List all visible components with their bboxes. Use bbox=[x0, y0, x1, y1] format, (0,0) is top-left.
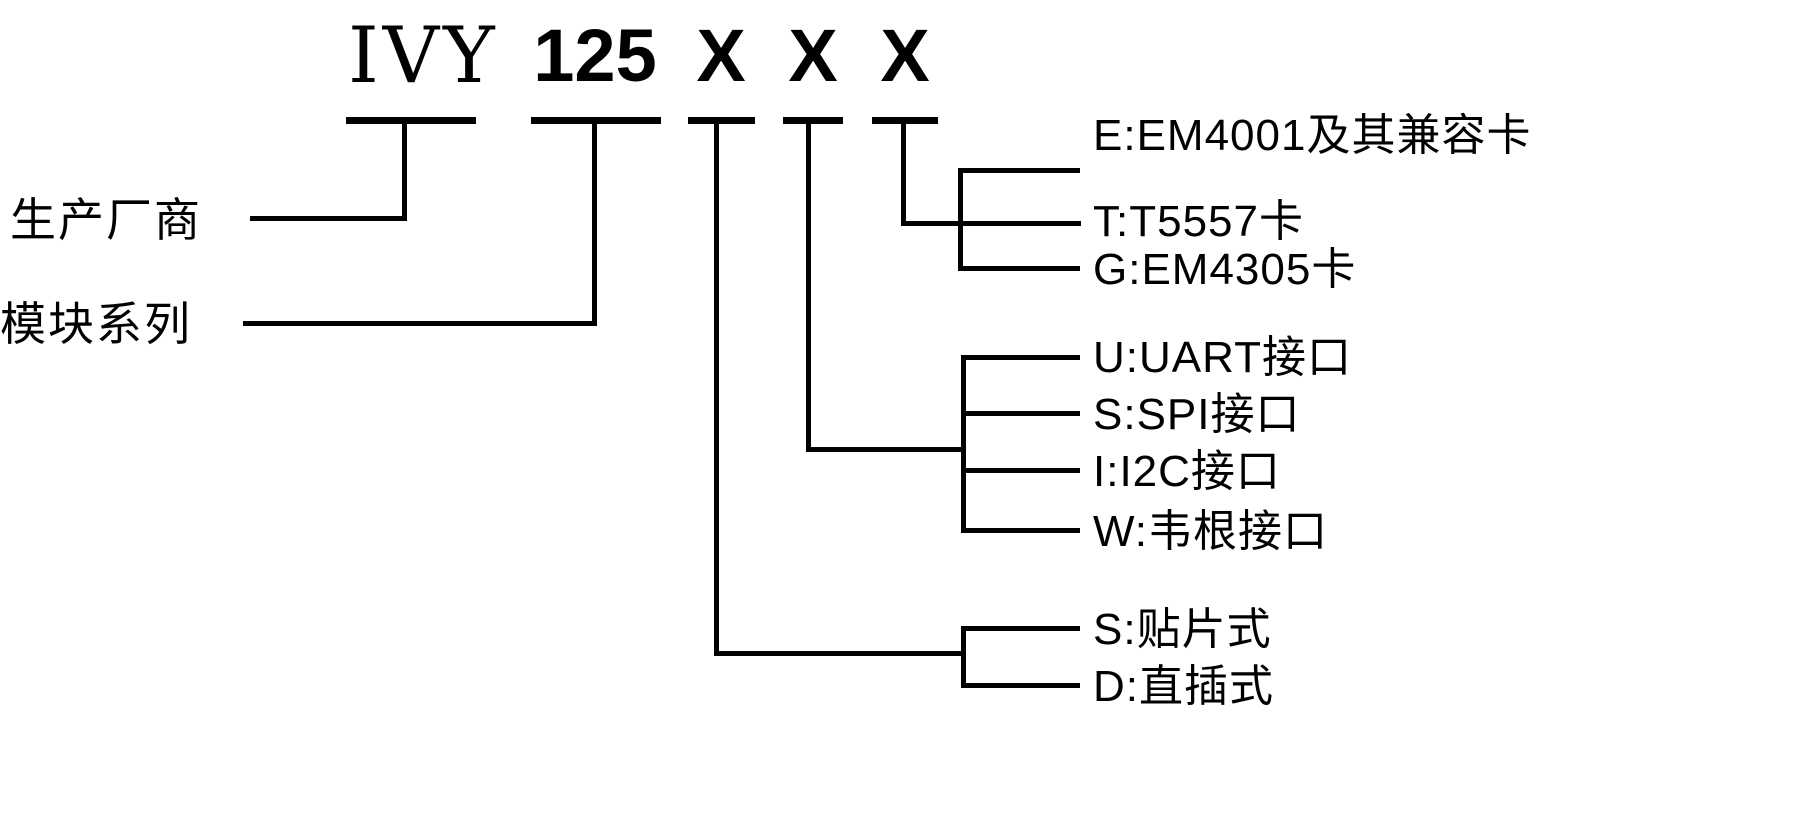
package-leader-s bbox=[961, 626, 1080, 631]
label-series: 模块系列 bbox=[0, 298, 192, 350]
interface-leader-u bbox=[961, 355, 1080, 360]
title-segment-x1: X bbox=[696, 14, 746, 97]
interface-group-stem-h bbox=[806, 447, 966, 452]
card-leader-e bbox=[958, 168, 1080, 173]
interface-leader-w bbox=[961, 528, 1080, 533]
title-segment-manufacturer: IVY bbox=[348, 11, 499, 101]
underline-manufacturer bbox=[346, 117, 476, 124]
manufacturer-leader-v bbox=[402, 120, 407, 221]
package-group-stem-v bbox=[714, 120, 719, 656]
interface-group-bracket-v bbox=[961, 355, 966, 533]
interface-leader-i bbox=[961, 468, 1080, 473]
option-interface-i2c: I:I2C接口 bbox=[1093, 447, 1281, 496]
card-group-bracket-v bbox=[958, 168, 963, 271]
card-group-stem-v bbox=[901, 120, 906, 226]
card-leader-g bbox=[958, 266, 1080, 271]
option-interface-wiegand: W:韦根接口 bbox=[1093, 507, 1328, 556]
interface-leader-s bbox=[961, 411, 1080, 416]
underline-x1 bbox=[688, 117, 755, 124]
manufacturer-leader-h bbox=[250, 216, 406, 221]
option-interface-spi: S:SPI接口 bbox=[1093, 390, 1301, 439]
title-segment-x2: X bbox=[788, 14, 838, 97]
underline-x2 bbox=[783, 117, 843, 124]
title-segment-x3: X bbox=[880, 14, 930, 97]
option-package-smd: S:贴片式 bbox=[1093, 605, 1272, 654]
package-leader-d bbox=[961, 683, 1080, 688]
label-manufacturer: 生产厂商 bbox=[10, 194, 202, 246]
title-segment-series: 125 bbox=[533, 14, 657, 97]
series-leader-v bbox=[592, 120, 597, 326]
series-leader-h bbox=[243, 321, 597, 326]
option-interface-uart: U:UART接口 bbox=[1093, 333, 1352, 382]
option-card-t: T:T5557卡 bbox=[1093, 197, 1304, 246]
option-package-dip: D:直插式 bbox=[1093, 662, 1274, 711]
option-card-e: E:EM4001及其兼容卡 bbox=[1093, 111, 1532, 160]
option-card-g: G:EM4305卡 bbox=[1093, 245, 1357, 294]
package-group-stem-h bbox=[714, 651, 966, 656]
card-leader-t bbox=[901, 221, 1081, 226]
package-group-bracket-v bbox=[961, 626, 966, 688]
interface-group-stem-v bbox=[806, 120, 811, 452]
